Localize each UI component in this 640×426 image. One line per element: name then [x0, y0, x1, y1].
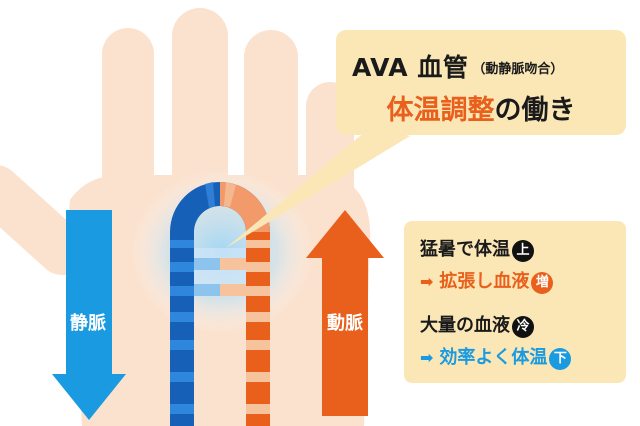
callout-pointer [226, 126, 410, 248]
ava-vessel [170, 182, 270, 426]
right-arrow-icon: ➡ [420, 348, 434, 367]
hot-condition: 猛暑で体温上 [420, 235, 534, 262]
callout-title-main: AVA 血管 [352, 53, 469, 82]
cool-badge: 冷 [512, 316, 534, 338]
decrease-badge: 下 [549, 348, 572, 370]
hot-label: 猛暑で体温 [420, 239, 510, 260]
artery-arrow [306, 210, 384, 416]
cold-effect: ➡ 効率よく体温下 [420, 343, 572, 370]
callout-subtitle-rest: の働き [494, 95, 576, 126]
vein-label: 静脈 [70, 313, 106, 334]
callout-title-paren: （動静脈吻合） [472, 62, 564, 77]
ava-callout: AVA 血管（動静脈吻合） 体温調整の働き [336, 30, 626, 135]
cold-effect-text: 効率よく体温 [439, 347, 548, 368]
hot-effect: ➡ 拡張し血液増 [420, 267, 554, 294]
callout-subtitle-highlight: 体温調整 [386, 95, 495, 126]
info-panel: 猛暑で体温上 ➡ 拡張し血液増 大量の血液冷 ➡ 効率よく体温下 [404, 221, 626, 383]
callout-subtitle: 体温調整の働き [336, 88, 626, 127]
hot-effect-text: 拡張し血液 [439, 271, 530, 292]
right-arrow-icon: ➡ [420, 272, 434, 291]
callout-title: AVA 血管（動静脈吻合） [352, 48, 563, 84]
vein-arrow [52, 210, 126, 420]
cold-label: 大量の血液 [420, 315, 510, 336]
artery-label: 動脈 [327, 313, 363, 334]
rise-badge: 上 [512, 240, 534, 262]
cold-condition: 大量の血液冷 [420, 311, 534, 338]
increase-badge: 増 [531, 272, 554, 294]
